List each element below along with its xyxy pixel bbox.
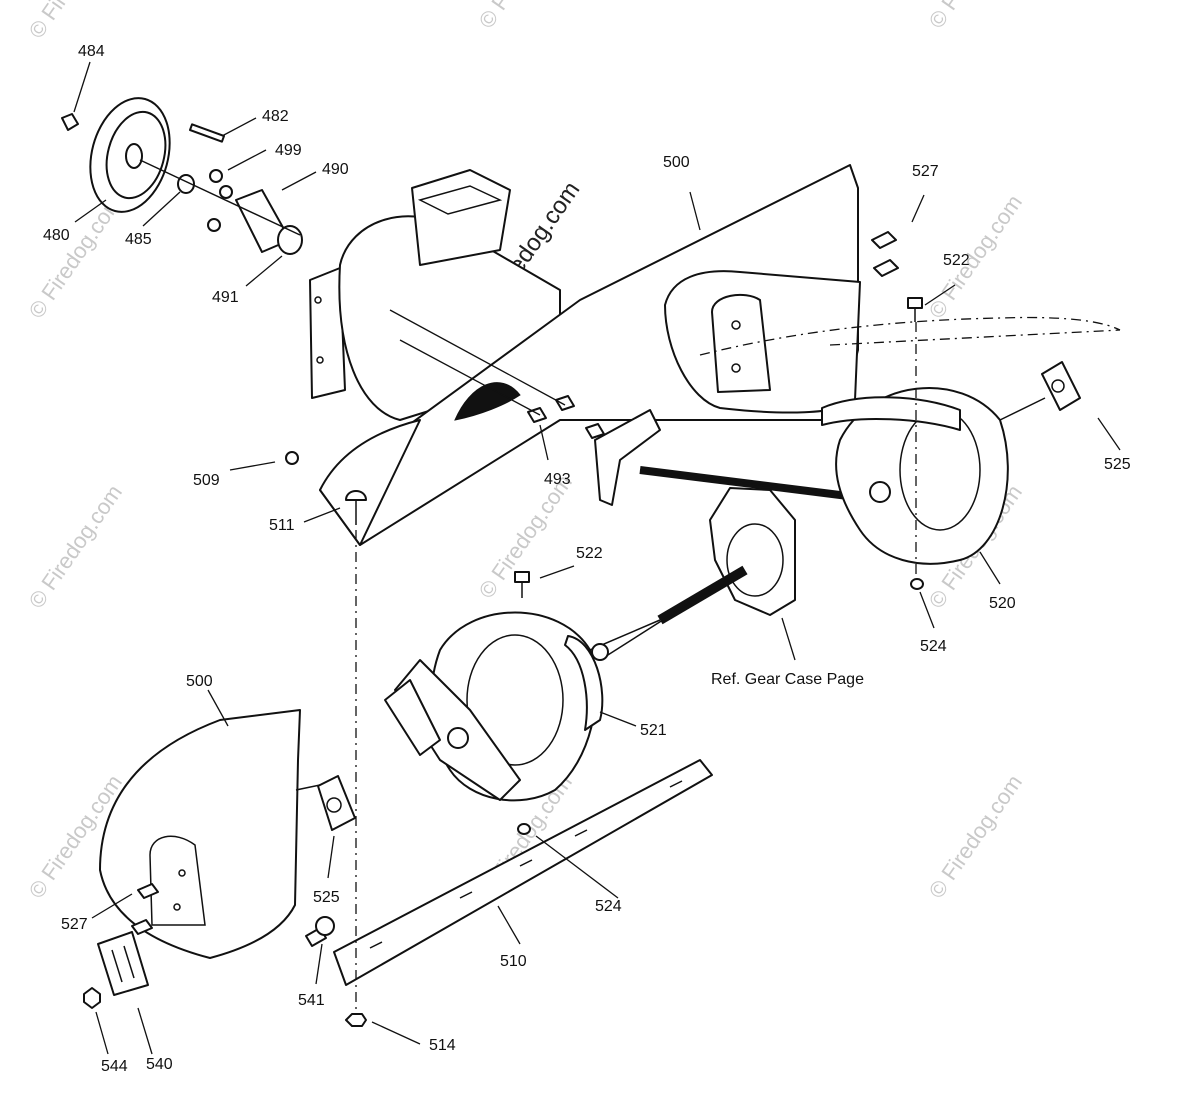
callout-490: 490 [322, 161, 349, 178]
screw-509 [285, 451, 299, 465]
nut-499 [209, 169, 223, 183]
nut-524-right [910, 578, 924, 590]
callout-480: 480 [43, 227, 70, 244]
bolt-522-mid [514, 571, 530, 583]
housing-opening [454, 382, 521, 421]
callout-500-low: 500 [186, 673, 213, 690]
callout-510: 510 [500, 953, 527, 970]
scraper-bar [333, 759, 713, 986]
key-482 [188, 123, 226, 143]
watermark: © Firedog.com [924, 770, 1027, 903]
callout-511: 511 [269, 517, 295, 534]
callout-524-right: 524 [920, 638, 947, 655]
auger-shaft-assembly [594, 409, 881, 661]
callout-525-right: 525 [1104, 456, 1131, 473]
watermark: © Firedog.com [24, 0, 127, 43]
callout-541: 541 [298, 992, 325, 1009]
callout-525-low: 525 [313, 889, 340, 906]
auger-left-521 [384, 571, 661, 835]
bolt-527-top [871, 231, 897, 249]
nut-524-left [517, 823, 531, 835]
bolt-527-low [137, 883, 159, 899]
side-plate-500-lower [99, 709, 301, 959]
callout-491: 491 [212, 289, 239, 306]
callout-520: 520 [989, 595, 1016, 612]
callout-484: 484 [78, 43, 105, 60]
scraper-bar-510 [333, 530, 713, 1027]
impeller-paddle [594, 409, 661, 506]
watermark: © Firedog.com [924, 190, 1027, 323]
nut-514 [345, 1013, 367, 1027]
callout-544: 544 [101, 1058, 128, 1075]
callout-514: 514 [429, 1037, 456, 1054]
callout-labels: 484 482 499 490 480 485 491 500 527 522 … [43, 43, 1131, 1075]
bolts-top [285, 231, 923, 525]
nut-484 [61, 113, 79, 131]
pulley-assembly [61, 97, 303, 255]
callout-522-top: 522 [943, 252, 970, 269]
carriage-bolt-511 [345, 490, 367, 501]
nut-544 [83, 987, 101, 1009]
mount-bracket [309, 267, 346, 399]
auger-right-520 [821, 322, 1081, 590]
callout-540: 540 [146, 1056, 173, 1073]
auger-flight-right [835, 387, 1009, 565]
callout-509: 509 [193, 472, 220, 489]
callout-521: 521 [640, 722, 667, 739]
watermark: © Firedog.com [24, 480, 127, 613]
callout-485: 485 [125, 231, 152, 248]
side-plate-left-assembly [83, 709, 356, 1009]
bolt-522-top [907, 297, 923, 309]
chute-mount [411, 169, 511, 266]
leader-lines [73, 61, 1121, 1055]
callout-482: 482 [262, 108, 289, 125]
auger-housing [309, 164, 1121, 546]
callout-493: 493 [544, 471, 571, 488]
skid-shoe-540 [97, 931, 149, 996]
bearing-flange-525-low [317, 775, 356, 831]
callout-499: 499 [275, 142, 302, 159]
callout-524-low: 524 [595, 898, 622, 915]
callout-522-mid: 522 [576, 545, 603, 562]
callout-ref-gear-case: Ref. Gear Case Page [711, 671, 864, 688]
watermark: © Firedog.com [924, 0, 1027, 33]
callout-527-low: 527 [61, 916, 88, 933]
watermark: © Firedog.com [474, 0, 577, 33]
callout-500-top: 500 [663, 154, 690, 171]
callout-527-top: 527 [912, 163, 939, 180]
bearing-flange-525-right [1041, 361, 1081, 411]
